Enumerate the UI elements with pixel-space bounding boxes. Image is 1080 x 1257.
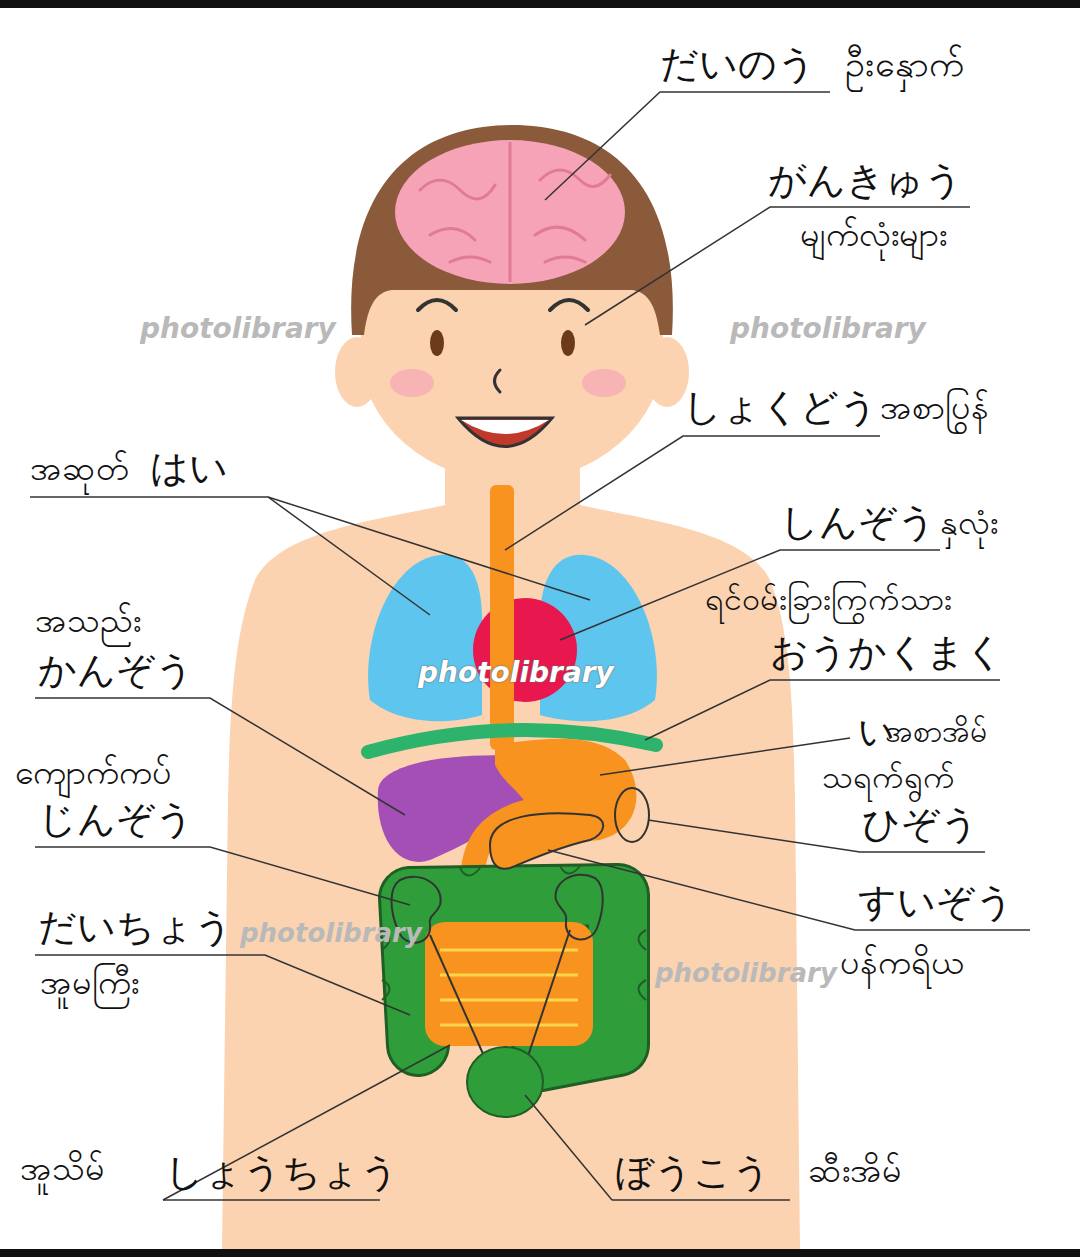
organ-label: すいぞう <box>858 880 1014 926</box>
organ-label: ဆီးအိမ် <box>808 1150 902 1191</box>
organ-label: ပန်ကရိယ <box>840 942 964 983</box>
organ-label: ကျောက်ကပ် <box>15 752 172 793</box>
watermark: photolibrary <box>140 312 336 346</box>
organ-label: နှလုံး <box>940 502 998 543</box>
organ-label: အူမကြီး <box>40 962 139 1003</box>
organ-label: ひぞう <box>862 802 979 848</box>
organ-label: ぼうこう <box>615 1150 771 1196</box>
organ-label: အဆုတ် <box>30 448 129 489</box>
organ-label: おうかくまく <box>770 630 1004 676</box>
organ-label: はい <box>150 446 228 492</box>
watermark: photolibrary <box>730 312 926 346</box>
organ-label: だいのう <box>660 42 816 88</box>
organ-label: かんぞう <box>38 648 194 694</box>
organ-label: မျက်လုံးများ <box>800 214 947 255</box>
watermark: photolibrary <box>240 918 422 949</box>
organ-label: အစာပြွန် <box>880 387 989 428</box>
organ-label: ဦးနှောက် <box>845 42 964 85</box>
organ-label: しょうちょう <box>165 1150 399 1196</box>
organ-label: အူသိမ် <box>20 1148 105 1189</box>
organ-label: だいちょう <box>38 905 233 951</box>
watermark: photolibrary <box>655 958 837 989</box>
organ-label: အသည်း <box>35 600 141 641</box>
watermark: photolibrary <box>418 656 614 690</box>
organ-label: သရက်ရွက် <box>822 758 955 796</box>
organ-label: がんきゅう <box>768 158 963 204</box>
organ-label: ရင်ဝမ်းခြားကြွက်သား <box>705 580 952 618</box>
organ-label: じんぞう <box>38 797 194 843</box>
organ-label: しんぞう <box>780 500 936 546</box>
organ-label: အစာအိမ် <box>885 714 988 750</box>
organ-label: しょくどう <box>683 385 878 431</box>
